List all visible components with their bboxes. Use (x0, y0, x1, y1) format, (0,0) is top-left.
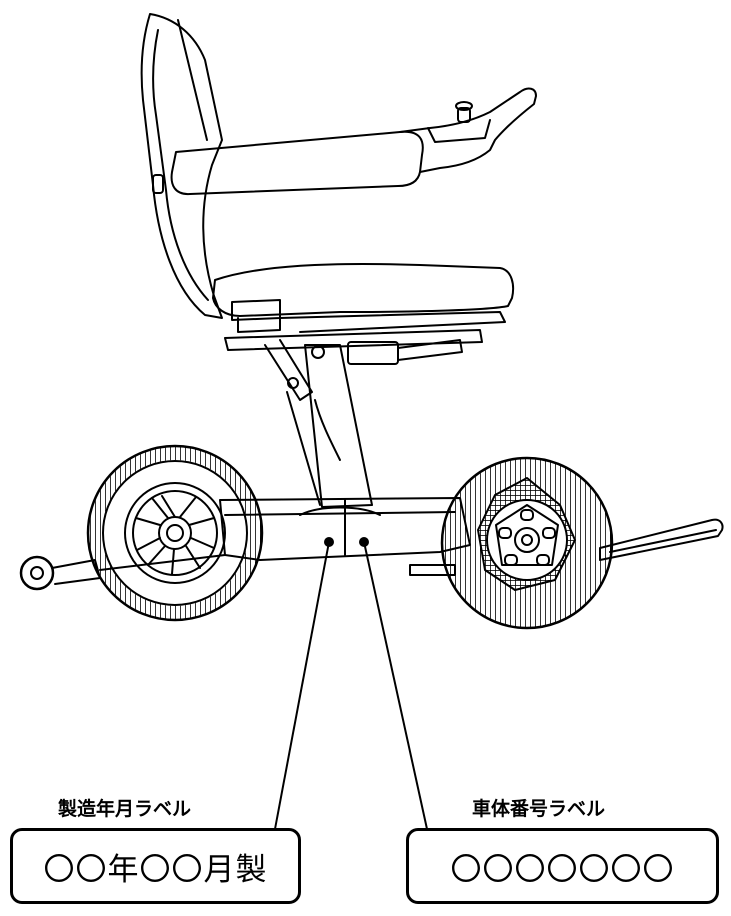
rear-wheel (440, 456, 614, 630)
seat-post (224, 329, 483, 508)
body-number-label-box: 〇〇〇〇〇〇〇 (406, 828, 719, 904)
body-number-leader-line (363, 541, 428, 830)
body-number-label-value: 〇〇〇〇〇〇〇 (450, 851, 675, 888)
actuator (347, 341, 399, 365)
manufacture-leader-line (274, 541, 330, 830)
manufacture-label-caption: 製造年月ラベル (58, 798, 192, 820)
manufacture-label-value: 〇〇年〇〇月製 (43, 851, 268, 888)
armrest (170, 87, 537, 196)
caster (19, 554, 226, 591)
front-wheel (86, 444, 264, 622)
manufacture-label-box: 〇〇年〇〇月製 (10, 828, 301, 904)
joystick-knob (457, 107, 471, 123)
seat (212, 262, 515, 333)
callouts (274, 537, 428, 830)
footrest (599, 518, 724, 561)
backrest (140, 13, 223, 319)
body-number-label-caption: 車体番号ラベル (472, 798, 606, 820)
